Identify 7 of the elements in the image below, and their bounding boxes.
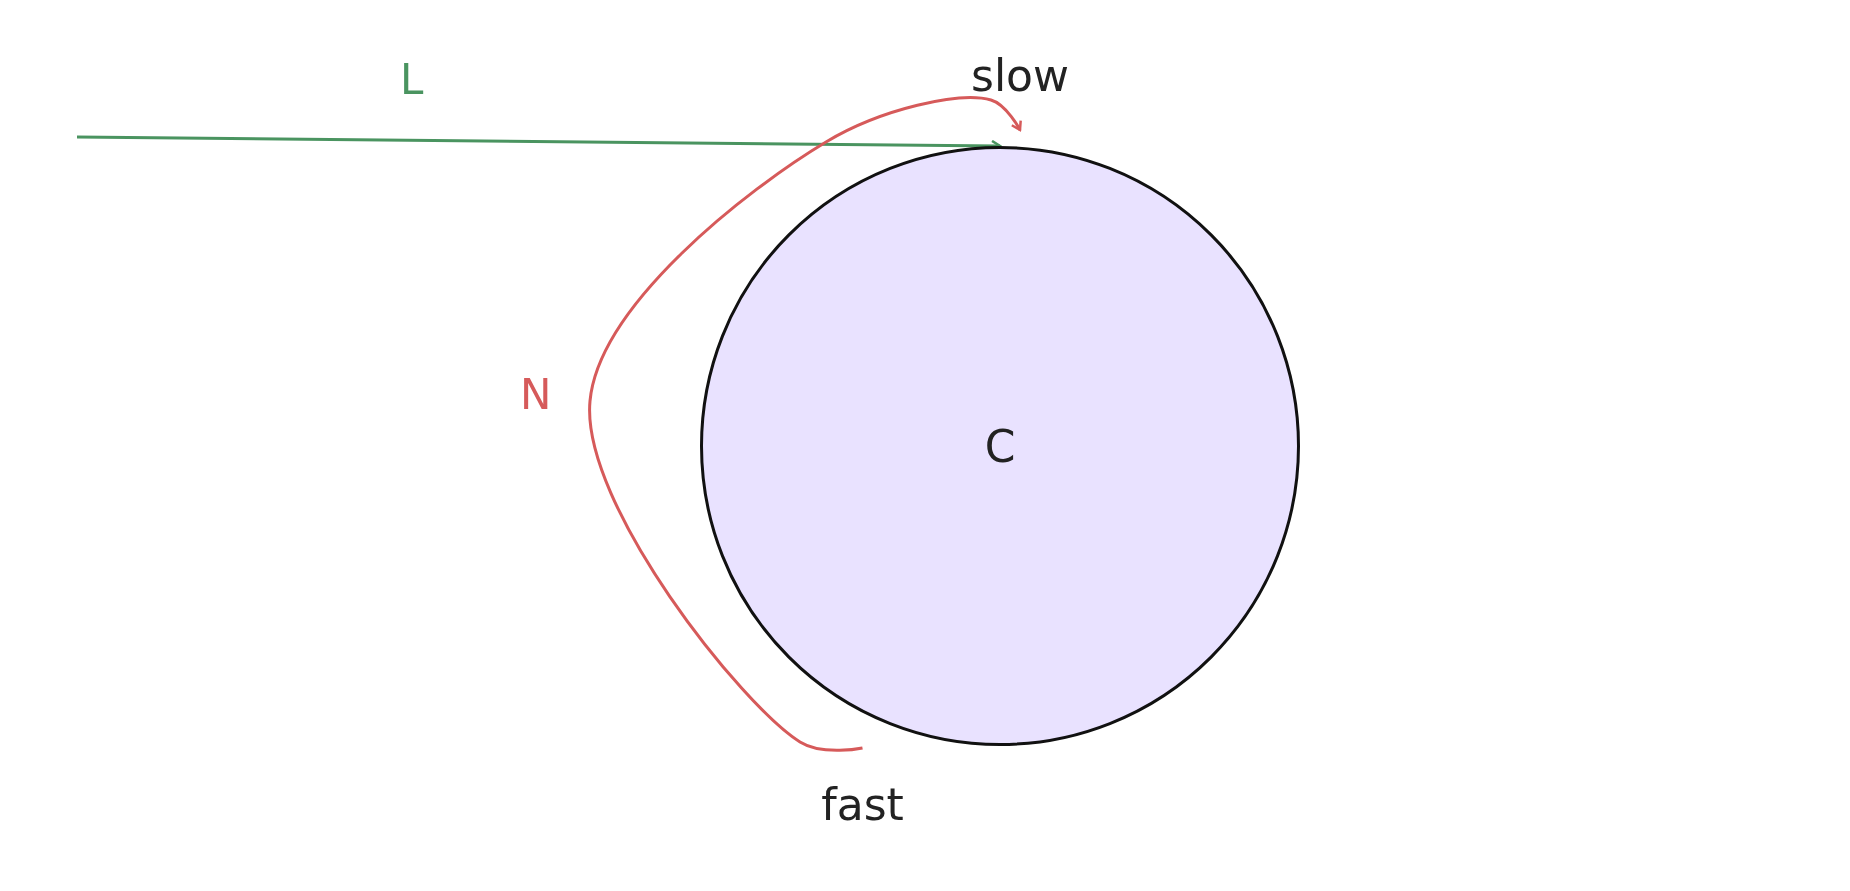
arrow [588, 96, 1022, 752]
edge-label: L [400, 55, 424, 104]
edge-label: N [520, 370, 552, 419]
pointer-label: fast [800, 748, 925, 830]
pointer-label: slow [955, 50, 1085, 130]
node-label: C [984, 420, 1016, 472]
circle-node [700, 146, 1300, 746]
